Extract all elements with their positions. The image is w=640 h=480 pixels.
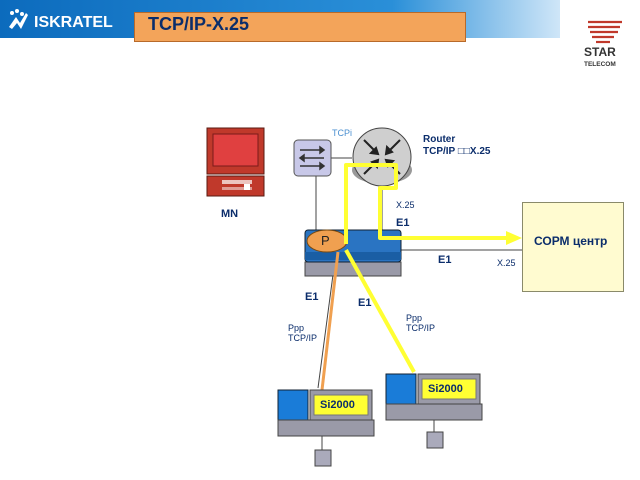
page-title: TCP/IP-X.25 <box>148 14 250 34</box>
svg-text:ISKRATEL: ISKRATEL <box>34 14 113 31</box>
tcp-label: TCPi <box>332 128 352 138</box>
tcpip-right-label: TCP/IP <box>406 323 436 333</box>
mn-label: MN <box>221 208 239 220</box>
star-telecom-logo: STAR TELECOM <box>584 14 630 70</box>
x25-right-label: X.25 <box>497 258 516 268</box>
si2000-right-icon <box>385 373 483 449</box>
tcpip-left-label: TCP/IP <box>288 333 318 343</box>
yellow-signal-path <box>344 163 508 373</box>
mn-computer-icon <box>206 127 265 197</box>
copm-center-box <box>522 202 624 292</box>
si2000-right-label: Si2000 <box>428 383 463 395</box>
orange-signal-path <box>320 251 340 391</box>
e1-left-label: E1 <box>305 291 319 303</box>
ppp-left-label: Ppp <box>288 323 305 333</box>
e1-right-label: E1 <box>438 254 452 266</box>
arrow-to-copm-icon <box>506 231 522 245</box>
ppp-right-label: Ppp <box>406 313 423 323</box>
router-icon <box>352 127 412 187</box>
iskratel-logo: ISKRATEL <box>6 5 132 35</box>
x25-top-label: X.25 <box>396 200 415 210</box>
copm-center-label: СОРМ центр <box>534 234 608 248</box>
svg-text:TELECOM: TELECOM <box>584 61 616 68</box>
title-bar <box>134 12 466 42</box>
e1-top-label: E1 <box>396 217 410 229</box>
switch-icon <box>293 139 332 177</box>
router-sublabel: TCP/IP □□X.25 <box>423 146 491 157</box>
e1-mid-label: E1 <box>358 297 372 309</box>
p-node-label: P <box>321 233 330 248</box>
svg-text:STAR: STAR <box>584 45 616 59</box>
router-label: Router <box>423 134 456 145</box>
si2000-left-icon <box>277 389 375 467</box>
si2000-left-label: Si2000 <box>320 399 355 411</box>
